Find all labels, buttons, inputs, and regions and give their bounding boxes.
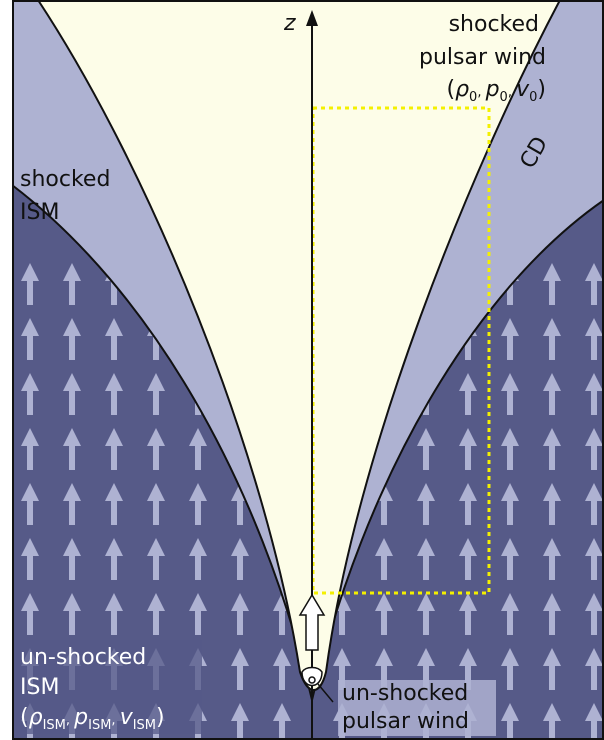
up-arrow-icon — [21, 318, 39, 360]
up-arrow-icon — [21, 593, 39, 635]
up-arrow-icon — [459, 483, 477, 525]
up-arrow-icon — [147, 428, 165, 470]
unshocked-wind-pointer — [317, 683, 334, 703]
up-arrow-icon — [501, 538, 519, 580]
svg-text:un-shocked ISM: un-shocked ISM — [20, 645, 153, 700]
up-arrow-icon — [585, 703, 603, 740]
up-arrow-icon — [189, 428, 207, 470]
z-axis-label: z — [283, 11, 296, 36]
highlight-box — [311, 106, 491, 595]
up-arrow-icon — [63, 373, 81, 415]
up-arrow-icon — [189, 538, 207, 580]
up-arrow-icon — [105, 318, 123, 360]
up-arrow-icon — [459, 648, 477, 690]
up-arrow-icon — [375, 593, 393, 635]
up-arrow-icon — [585, 318, 603, 360]
up-arrow-icon — [417, 483, 435, 525]
up-arrow-icon — [501, 318, 519, 360]
up-arrow-icon — [585, 373, 603, 415]
up-arrow-icon — [543, 318, 561, 360]
up-arrow-icon — [105, 428, 123, 470]
up-arrow-icon — [105, 483, 123, 525]
up-arrow-icon — [21, 483, 39, 525]
up-arrow-icon — [21, 428, 39, 470]
up-arrow-icon — [63, 483, 81, 525]
up-arrow-icon — [231, 703, 249, 740]
up-arrow-icon — [459, 428, 477, 470]
up-arrow-icon — [585, 538, 603, 580]
label-unshocked-ism: un-shocked ISM (ρISM, pISM, vISM) — [16, 640, 202, 734]
up-arrow-icon — [543, 703, 561, 740]
up-arrow-icon — [543, 263, 561, 305]
up-arrow-icon — [231, 538, 249, 580]
up-arrow-icon — [501, 373, 519, 415]
up-arrow-icon — [147, 483, 165, 525]
up-arrow-icon — [63, 593, 81, 635]
up-arrow-icon — [585, 483, 603, 525]
pulsar — [308, 676, 316, 684]
up-arrow-icon — [105, 593, 123, 635]
up-arrow-icon — [417, 538, 435, 580]
up-arrow-icon — [105, 373, 123, 415]
up-arrow-icon — [63, 538, 81, 580]
up-arrow-icon — [543, 373, 561, 415]
up-arrow-icon — [273, 703, 291, 740]
up-arrow-icon — [459, 538, 477, 580]
up-arrow-icon — [147, 538, 165, 580]
up-arrow-icon — [417, 648, 435, 690]
up-arrow-icon — [147, 373, 165, 415]
up-arrow-icon — [417, 593, 435, 635]
up-arrow-icon — [543, 538, 561, 580]
up-arrow-icon — [63, 428, 81, 470]
up-arrow-icon — [63, 263, 81, 305]
up-arrow-icon — [501, 428, 519, 470]
up-arrow-icon — [501, 593, 519, 635]
svg-text:un-shocked pulsar wind: un-shocked pulsar wind — [342, 681, 475, 734]
up-arrow-icon — [375, 538, 393, 580]
up-arrow-icon — [21, 373, 39, 415]
up-arrow-icon — [543, 648, 561, 690]
up-arrow-icon — [231, 593, 249, 635]
up-arrow-icon — [543, 593, 561, 635]
up-arrow-icon — [417, 428, 435, 470]
up-arrow-icon — [459, 593, 477, 635]
up-arrow-icon — [333, 648, 351, 690]
pulsar-motion-arrow — [298, 593, 326, 651]
up-arrow-icon — [501, 648, 519, 690]
up-arrow-icon — [585, 648, 603, 690]
up-arrow-icon — [585, 263, 603, 305]
up-arrow-icon — [543, 483, 561, 525]
up-arrow-icon — [585, 428, 603, 470]
up-arrow-icon — [273, 648, 291, 690]
z-axis-arrowhead — [306, 10, 318, 26]
up-arrow-icon — [501, 483, 519, 525]
up-arrow-icon — [375, 648, 393, 690]
up-arrow-icon — [585, 593, 603, 635]
shocked-pulsar-wind-region — [36, 0, 562, 691]
up-arrow-icon — [501, 703, 519, 740]
up-arrow-icon — [231, 648, 249, 690]
up-arrow-icon — [147, 593, 165, 635]
up-arrow-icon — [459, 373, 477, 415]
up-arrow-icon — [63, 318, 81, 360]
up-arrow-icon — [189, 483, 207, 525]
label-unshocked-pulsar-wind: un-shocked pulsar wind — [338, 680, 496, 736]
label-shocked-ism: shocked ISM — [20, 167, 117, 225]
up-arrow-icon — [189, 593, 207, 635]
diagram-frame — [12, 0, 604, 740]
label-shocked-pulsar-wind: shocked pulsar wind — [419, 12, 546, 70]
up-arrow-icon — [105, 538, 123, 580]
up-arrow-icon — [21, 538, 39, 580]
up-arrow-icon — [21, 263, 39, 305]
up-arrow-icon — [543, 428, 561, 470]
